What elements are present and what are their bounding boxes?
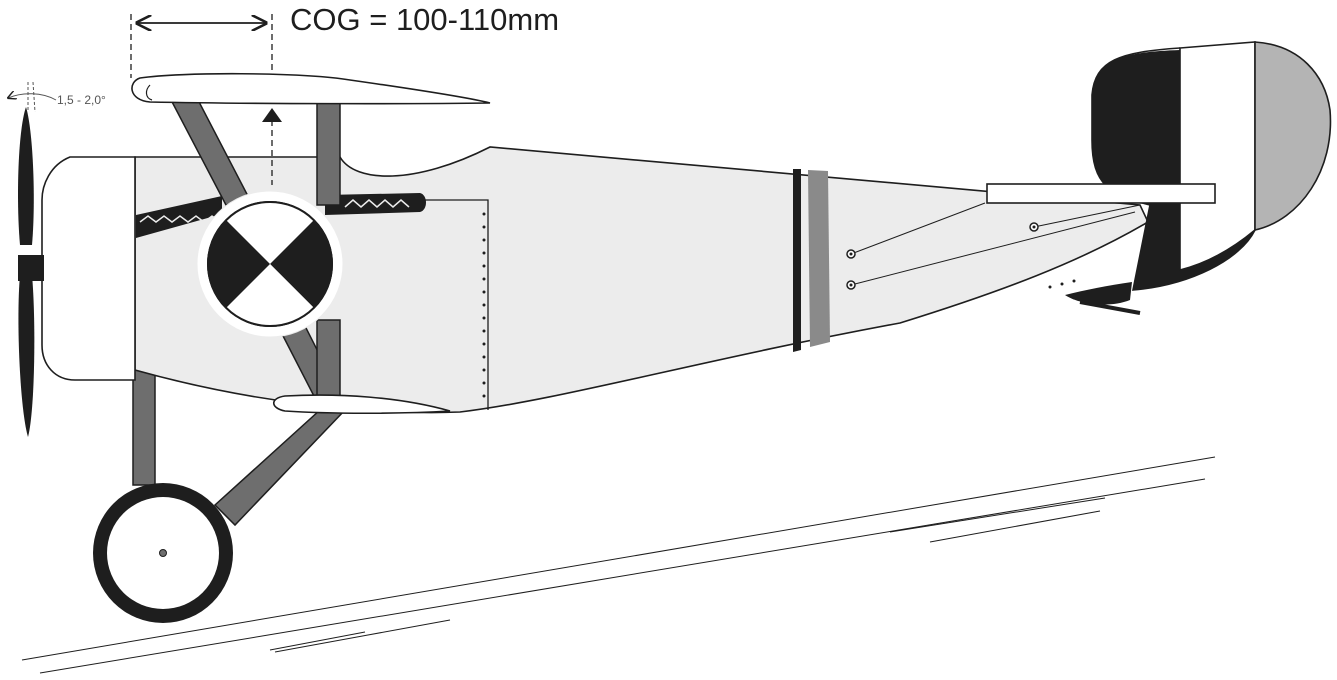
thrust-angle-arrow [8, 94, 57, 101]
thrust-angle-label: 1,5 - 2,0° [57, 93, 106, 107]
cog-label: COG = 100-110mm [290, 2, 560, 37]
lower-wing [272, 394, 451, 415]
exhaust-pipes [136, 193, 426, 238]
ground-lines [21, 456, 1216, 674]
fuselage [41, 146, 1150, 414]
cog-marker-arrow [262, 108, 282, 122]
thrust-angle-indicator [27, 81, 36, 113]
cabane-struts [168, 97, 342, 401]
propeller [18, 107, 44, 437]
cross-roundel [196, 190, 344, 338]
rivet-row [482, 212, 486, 398]
landing-wheel [93, 483, 233, 623]
horizontal-stabilizer [986, 183, 1216, 204]
upper-wing [131, 72, 491, 105]
tail-bracing [850, 202, 1141, 286]
tail-fin [1091, 41, 1332, 291]
tailskid [1065, 282, 1141, 315]
cog-guide-lines [130, 14, 273, 185]
